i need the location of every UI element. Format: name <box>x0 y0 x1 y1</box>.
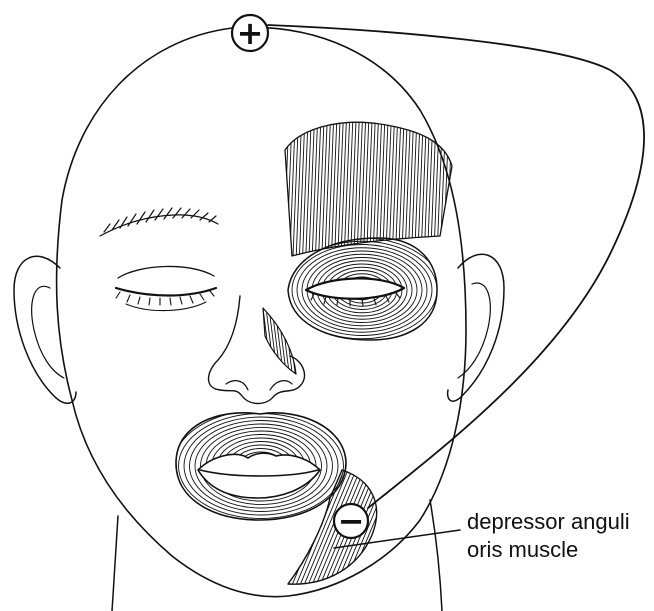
electrode-wire <box>268 25 644 508</box>
label-line-1: depressor anguli <box>467 508 651 536</box>
left-eyebrow <box>100 208 218 236</box>
depressor-anguli-oris-label: depressor anguli oris muscle <box>467 508 651 564</box>
frontalis-muscle <box>264 110 468 262</box>
neck-left <box>112 516 118 611</box>
right-eye-closed <box>306 278 404 298</box>
nostril-right <box>270 381 292 390</box>
label-line-2: oris muscle <box>467 536 651 564</box>
left-eye-closed <box>116 266 216 310</box>
positive-electrode-symbol: + <box>237 14 264 52</box>
negative-electrode: − <box>334 502 368 540</box>
negative-electrode-symbol: − <box>338 502 365 540</box>
right-ear <box>448 254 504 401</box>
nostril-left <box>226 381 248 390</box>
neck-right <box>430 500 442 611</box>
nasalis-muscle <box>250 300 320 380</box>
positive-electrode: + <box>232 14 268 52</box>
